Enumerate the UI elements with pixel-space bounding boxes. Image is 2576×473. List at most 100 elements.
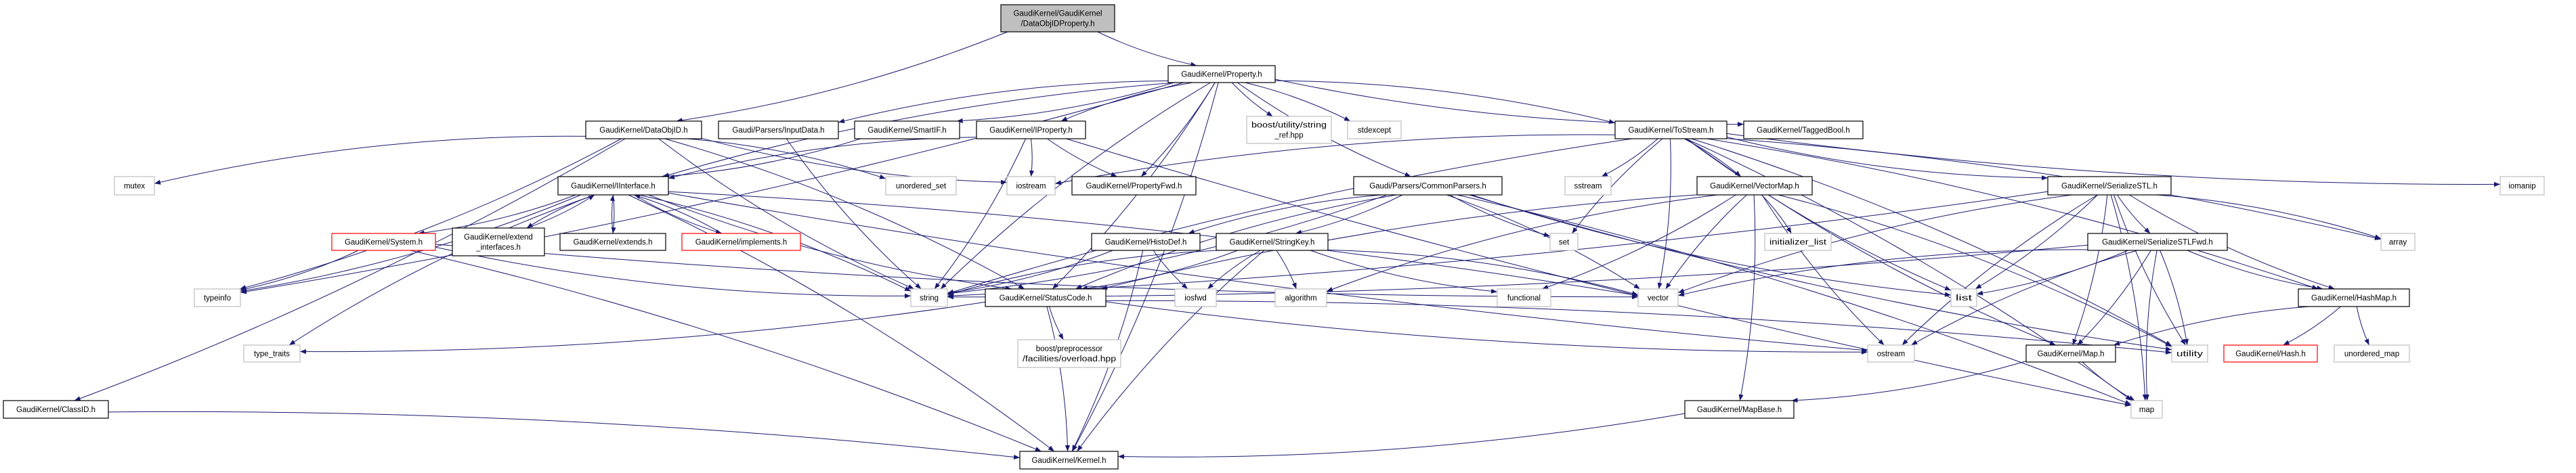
edge-mapbase-to-kernel (1117, 413, 1686, 459)
edge-stringkey-to-vector (1327, 249, 1639, 296)
edge-system-to-typeinfo (240, 250, 359, 292)
node-root: GaudiKernel/GaudiKernel/DataObjIDPropert… (1000, 4, 1115, 32)
node-vector: vector (1637, 288, 1679, 307)
node-box (2025, 344, 2116, 363)
node-label: GaudiKernel/StatusCode.h (1000, 294, 1092, 302)
node-label: Gaudi/Parsers/InputData.h (732, 127, 824, 135)
node-taggedbool[interactable]: GaudiKernel/TaggedBool.h (1743, 120, 1864, 139)
edge-commonparsers-to-set (1449, 194, 1551, 238)
node-label: set (1559, 239, 1570, 247)
node-box (1867, 344, 1915, 363)
node-type_traits: type_traits (243, 344, 301, 363)
node-box (1019, 451, 1119, 470)
node-label: array (2389, 239, 2407, 247)
node-vectormap[interactable]: GaudiKernel/VectorMap.h (1696, 176, 1813, 196)
edge-vectormap-to-ostream (1761, 194, 1885, 346)
node-box (1684, 400, 1795, 419)
node-label: mutex (124, 183, 146, 191)
edge-tostream-to-list (1686, 138, 1952, 291)
edge-iinterface-to-type_traits (288, 194, 595, 346)
node-smartif[interactable]: GaudiKernel/SmartIF.h (854, 120, 960, 139)
edge-commonparsers-to-string (947, 194, 1388, 296)
edge-property-to-smartif (956, 82, 1174, 124)
edge-stringkey-to-algorithm (1276, 250, 1297, 290)
node-extend_interfaces[interactable]: GaudiKernel/extend_interfaces.h (452, 227, 545, 256)
edge-serializestlfwd-to-utility (2160, 250, 2189, 346)
node-label: GaudiKernel/PropertyFwd.h (1086, 183, 1182, 191)
node-stringkey[interactable]: GaudiKernel/StringKey.h (1216, 233, 1329, 251)
node-histodef[interactable]: GaudiKernel/HistoDef.h (1091, 233, 1201, 251)
edge-serializestl-to-vector (1677, 194, 2073, 294)
node-label: iostream (1016, 183, 1046, 191)
node-iinterface[interactable]: GaudiKernel/IInterface.h (557, 176, 669, 196)
edge-root-to-property (1097, 31, 1197, 67)
node-box (3, 400, 109, 419)
node-label: GaudiKernel/MapBase.h (1697, 406, 1782, 414)
edge-commonparsers-to-list (1471, 194, 1952, 297)
node-box (2223, 344, 2318, 363)
node-label: Gaudi/Parsers/CommonParsers.h (1369, 183, 1486, 191)
edge-iproperty-to-string (934, 138, 1027, 290)
node-label: type_traits (254, 351, 290, 359)
node-box (1274, 288, 1327, 307)
edge-iinterface-to-ostream (668, 192, 1868, 353)
edge-property-to-stdexcept (1245, 82, 1351, 122)
node-ostream: ostream (1867, 344, 1915, 363)
edge-map_h-to-map (2082, 361, 2135, 401)
node-label: functional (1507, 294, 1541, 302)
node-box (681, 233, 801, 251)
node-hashmap[interactable]: GaudiKernel/HashMap.h (2298, 288, 2410, 307)
node-map_h[interactable]: GaudiKernel/Map.h (2025, 344, 2116, 363)
node-kernel[interactable]: GaudiKernel/Kernel.h (1019, 451, 1119, 470)
edge-commonparsers-to-histodef (1188, 194, 1382, 234)
node-mapbase[interactable]: GaudiKernel/MapBase.h (1684, 400, 1795, 419)
node-tostream[interactable]: GaudiKernel/ToStream.h (1614, 120, 1727, 139)
edge-property-to-stringref (1231, 82, 1273, 117)
node-property[interactable]: GaudiKernel/Property.h (1167, 65, 1276, 83)
node-sstream: sstream (1564, 176, 1612, 196)
node-box (243, 344, 301, 363)
edge-stringkey-to-string (947, 250, 1220, 296)
node-serializestl[interactable]: GaudiKernel/SerializeSTL.h (2047, 176, 2172, 196)
node-label: ostream (1877, 351, 1906, 359)
edge-tostream-to-utility (1691, 138, 2172, 346)
node-system[interactable]: GaudiKernel/System.h (331, 233, 436, 251)
node-label: /facilities/overload.hpp (1023, 355, 1116, 363)
edge-hashmap-to-map_h (2113, 306, 2310, 346)
edge-vectormap-to-statuscode (1101, 194, 1698, 290)
node-label: /DataObjIDProperty.h (1021, 20, 1094, 28)
node-box (585, 120, 702, 139)
edge-histodef-to-iosfwd (1153, 250, 1188, 290)
node-label: GaudiKernel/ToStream.h (1629, 127, 1714, 135)
node-label: unordered_set (896, 183, 947, 191)
node-dataobjid[interactable]: GaudiKernel/DataObjID.h (585, 120, 702, 139)
node-implements[interactable]: GaudiKernel/implements.h (681, 233, 801, 251)
node-hash[interactable]: GaudiKernel/Hash.h (2223, 344, 2318, 363)
node-box (718, 120, 839, 139)
node-extends[interactable]: GaudiKernel/extends.h (559, 233, 666, 251)
node-commonparsers[interactable]: Gaudi/Parsers/CommonParsers.h (1353, 176, 1503, 196)
node-box (1071, 176, 1197, 196)
edge-iinterface-to-vector (668, 191, 1639, 297)
node-inputdata[interactable]: Gaudi/Parsers/InputData.h (718, 120, 839, 139)
node-set: set (1549, 233, 1579, 251)
node-stringref: boost/utility/string_ref.hpp (1246, 116, 1332, 144)
node-label: GaudiKernel/IProperty.h (989, 127, 1073, 135)
node-label: stdexcept (1358, 127, 1392, 135)
node-propertyfwd[interactable]: GaudiKernel/PropertyFwd.h (1071, 176, 1197, 196)
node-iproperty[interactable]: GaudiKernel/IProperty.h (976, 120, 1086, 139)
node-label: utility (2176, 351, 2203, 359)
node-functional: functional (1497, 288, 1551, 307)
node-classid[interactable]: GaudiKernel/ClassID.h (3, 400, 109, 419)
edge-serializestl-to-map_h (2072, 194, 2108, 346)
edge-serializestl-to-serializestlfwd (2117, 194, 2151, 234)
node-label: GaudiKernel/extends.h (574, 239, 653, 247)
node-statuscode[interactable]: GaudiKernel/StatusCode.h (985, 288, 1107, 307)
edge-serializestlfwd-to-map_h (2077, 250, 2151, 346)
edge-vectormap-to-functional (1542, 194, 1736, 290)
edge-dataobjid-to-typeinfo (239, 138, 622, 290)
node-box (854, 120, 960, 139)
node-serializestlfwd[interactable]: GaudiKernel/SerializeSTLFwd.h (2087, 233, 2228, 251)
edge-serializestlfwd-to-map (2144, 250, 2158, 401)
edge-iinterface-to-implements (633, 194, 723, 234)
